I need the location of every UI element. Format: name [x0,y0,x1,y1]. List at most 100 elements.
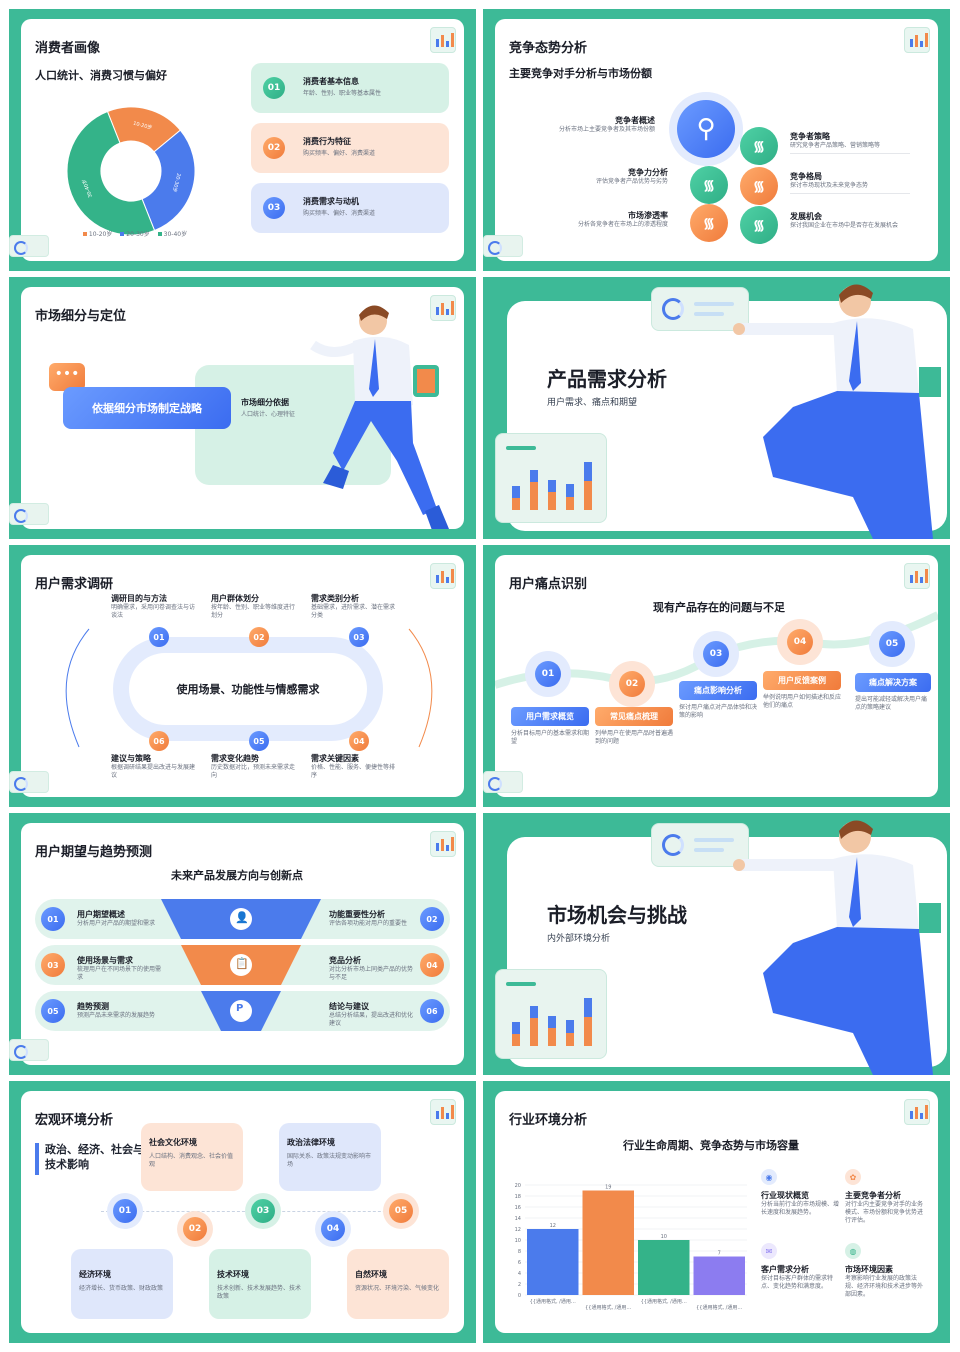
center-topic: 使用场景、功能性与情感需求 [129,653,367,725]
bar-chart-icon [430,563,456,589]
step-text: 需求类别分析基础需求，进阶需求、潜在需求分类 [311,593,395,620]
slide-expectations[interactable]: 用户期望与趋势预测 未来产品发展方向与创新点 👤 📋 P 01 03 05 02… [9,813,476,1075]
item-title: 市场环境因素 [845,1265,893,1274]
step-badge: 05 [249,731,269,751]
pie-slice [141,129,196,232]
x-tick-label: {{通用格式, /通用… [696,1304,742,1311]
y-tick-label: 20 [515,1183,521,1189]
list-item: 竞争格局 探讨市场现状及未来竞争态势 [790,171,910,194]
y-tick-label: 0 [518,1293,521,1299]
step-item[interactable]: 用户需求概览分析目标用户的基本需求和期望 [511,707,589,746]
bar [693,1256,745,1295]
item-desc: 分析市场上主要竞争者及其市场份额 [558,126,655,133]
step-badge: 02 [249,627,269,647]
slide-macro-environment[interactable]: 宏观环境分析 政治、经济、社会与技术影响 社会文化环境人口结构、消费观念、社会价… [9,1081,476,1343]
bar-chart-icon [430,295,456,321]
step-badge: 06 [149,731,169,751]
env-card: 经济环境经济增长、货币政策、财政政策 [71,1249,173,1319]
step-item[interactable]: 用户反馈案例举例说明用户如何描述和反应他们的痛点 [763,671,841,710]
step-desc: 提出可能减轻或解决用户痛点的策略建议 [855,696,928,711]
bar-chart-icon [430,27,456,53]
slice-label: 20-30岁 [171,172,183,193]
slide-title: 市场机会与挑战 [547,903,687,927]
slide-opportunities[interactable]: 市场机会与挑战 内外部环境分析 [483,813,950,1075]
step-desc: 探讨用户痛点对产品体验和决策的影响 [679,704,758,719]
item-desc: 探讨目标客户群体的需求特点、变化趋势和满意度。 [761,1275,834,1290]
industry-item: ✿主要竞争者分析对行业内主要竞争对手的业务模式、市场份额和竞争优势进行评估。 [845,1169,927,1224]
bar-chart-icon [904,1099,930,1125]
y-tick-label: 16 [515,1205,521,1211]
step-desc: 举例说明用户如何描述和反应他们的痛点 [763,694,842,709]
progress-card-icon [651,823,749,867]
row-title: 结论与建议 [329,1002,369,1011]
legend-item: 20-30岁 [120,231,150,239]
step-item[interactable]: 痛点解决方案提出可能减轻或解决用户痛点的策略建议 [855,673,931,712]
step-label: 常见痛点梳理 [595,707,673,726]
slide-segmentation[interactable]: 市场细分与定位 市场细分依据 人口统计、心理特征 ••• 依据细分市场制定战略 [9,277,476,539]
list-item[interactable]: 01 消费者基本信息 年龄、性别、职业等基本属性 [251,63,449,113]
progress-card-icon [9,503,49,525]
number-badge: 02 [263,137,285,159]
item-title: 行业现状概览 [761,1191,809,1200]
list-item[interactable]: 02 消费行为特征 购买频率、偏好、消费渠道 [251,123,449,173]
bar [527,1229,579,1295]
slide-subtitle: 人口统计、消费习惯与偏好 [35,69,167,82]
search-icon[interactable]: ⚲ [677,100,735,158]
step-badge: 03 [703,641,729,667]
slide-user-research[interactable]: 用户需求调研 使用场景、功能性与情感需求 01 02 03 06 05 04 调… [9,545,476,807]
row-title: 竞品分析 [329,956,361,965]
x-tick-label: {{通用格式, /通用… [585,1304,631,1311]
step-label: 用户反馈案例 [763,671,841,690]
row-text: 竞品分析对比分析市场上同类产品的优势与不足 [329,955,415,982]
pointing-person-illustration [733,820,941,1075]
node-badge: 03 [251,1199,275,1223]
slide-card: 用户痛点识别 现有产品存在的问题与不足 01 02 03 04 05 用户需求概… [495,555,938,797]
slide-title: 竞争态势分析 [509,41,588,56]
y-tick-label: 10 [515,1238,521,1244]
number-badge: 03 [263,197,285,219]
slide-card: 市场细分与定位 市场细分依据 人口统计、心理特征 ••• 依据细分市场制定战略 [21,287,464,529]
y-tick-label: 18 [515,1194,521,1200]
item-title: 竞争者策略 [790,132,830,141]
step-item[interactable]: 常见痛点梳理列举用户在使用产品时普遍遇到的问题 [595,707,673,746]
row-text: 趋势预测预测产品未来需求的发展趋势 [77,1001,163,1020]
slide-title: 宏观环境分析 [35,1113,114,1128]
step-text: 调研目的与方法明确需求，采用问卷调查法与访谈法 [111,593,195,620]
y-tick-label: 2 [518,1282,521,1288]
item-title: 竞争格局 [790,172,822,181]
bar-chart-icon [430,831,456,857]
item-desc: 探讨我国企业在市场中是否存在发展机会 [790,222,899,229]
slide-subtitle: 未来产品发展方向与创新点 [171,869,303,882]
item-title: 市场渗透率 [628,211,668,220]
item-desc: 分析各竞争者在市场上的渗透程度 [577,221,668,228]
item-desc: 评估竞争者产品优势与劣势 [595,178,668,185]
slide-competition[interactable]: 竞争态势分析 主要竞争对手分析与市场份额 竞争者概述 分析市场上主要竞争者及其市… [483,9,950,271]
item-title: 消费行为特征 [303,137,351,146]
row-desc: 评估各项功能对用户的重要性 [329,920,408,927]
step-label: 用户需求概览 [511,707,589,726]
env-title: 经济环境 [79,1270,111,1279]
slice-label: 10-20岁 [132,120,153,132]
item-title: 竞争者概述 [615,116,655,125]
slide-product-demand[interactable]: 产品需求分析 用户需求、痛点和期望 [483,277,950,539]
row-text: 用户期望概述分析用户对产品的期望和需求 [77,909,163,928]
slide-pain-points[interactable]: 用户痛点识别 现有产品存在的问题与不足 01 02 03 04 05 用户需求概… [483,545,950,807]
wifi-icon: ᯾ [690,166,728,204]
number-badge: 01 [263,77,285,99]
gear-icon: ✿ [845,1169,861,1185]
step-item[interactable]: 痛点影响分析探讨用户痛点对产品体验和决策的影响 [679,681,757,720]
slide-title: 用户需求调研 [35,577,114,592]
bar-chart-card [495,969,607,1059]
row-badge: 02 [420,907,444,931]
slide-subtitle: 现有产品存在的问题与不足 [653,601,785,614]
list-item[interactable]: 03 消费需求与动机 购买频率、偏好、消费渠道 [251,183,449,233]
item-title: 客户需求分析 [761,1265,809,1274]
user-icon: 👤 [235,911,249,924]
env-card: 技术环境技术创新、技术发展趋势、技术政策 [209,1249,311,1319]
step-title: 用户群体划分 [211,594,259,603]
wifi-icon: ᯾ [740,167,778,205]
strategy-banner[interactable]: 依据细分市场制定战略 [63,387,231,429]
